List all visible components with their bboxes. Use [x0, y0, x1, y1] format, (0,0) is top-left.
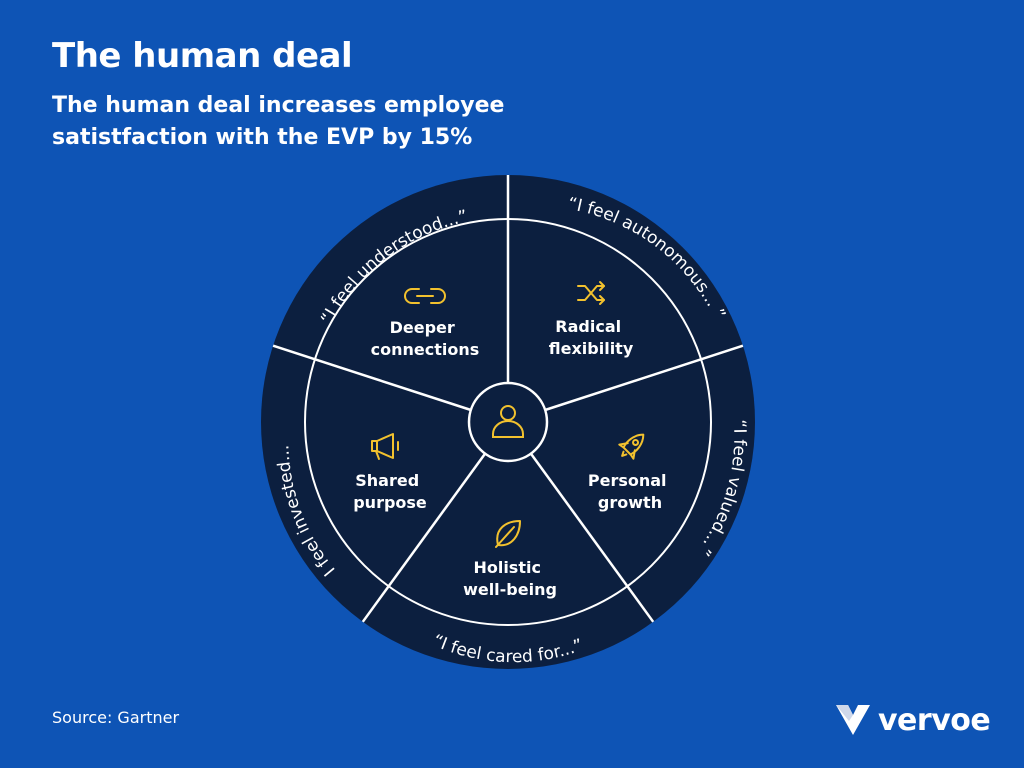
center-hub: [467, 381, 549, 463]
wheel-dividers: [272, 175, 744, 623]
vervoe-logo-icon: [836, 705, 870, 735]
segment-label-holistic-well-being: Holistic well-being: [463, 558, 557, 599]
brand-name: vervoe: [878, 702, 991, 738]
quote-invested: “I feel invested... ”: [0, 0, 340, 580]
person-icon: [492, 405, 524, 438]
segment-label-personal-growth: Personal growth: [588, 471, 672, 512]
page-subtitle: The human deal increases employee satist…: [52, 93, 505, 150]
segment-label-radical-flexibility: Radical flexibility: [549, 317, 634, 358]
megaphone-icon: [371, 433, 399, 460]
segment-icons: [371, 281, 645, 548]
divider-line: [361, 452, 487, 623]
brand-logo: vervoe: [836, 700, 991, 740]
link-icon: [404, 288, 446, 304]
segment-labels: Deeper connections Radical flexibility P…: [353, 317, 672, 599]
segment-label-deeper-connections: Deeper connections: [371, 318, 480, 359]
page-title: The human deal: [52, 36, 353, 76]
divider-line: [272, 344, 472, 412]
source-note: Source: Gartner: [52, 708, 180, 727]
segment-label-shared-purpose: Shared purpose: [353, 471, 427, 512]
shuffle-icon: [577, 281, 605, 305]
divider-line: [544, 344, 744, 412]
leaf-icon: [495, 520, 521, 548]
rocket-icon: [618, 433, 645, 460]
divider-line: [529, 452, 655, 623]
